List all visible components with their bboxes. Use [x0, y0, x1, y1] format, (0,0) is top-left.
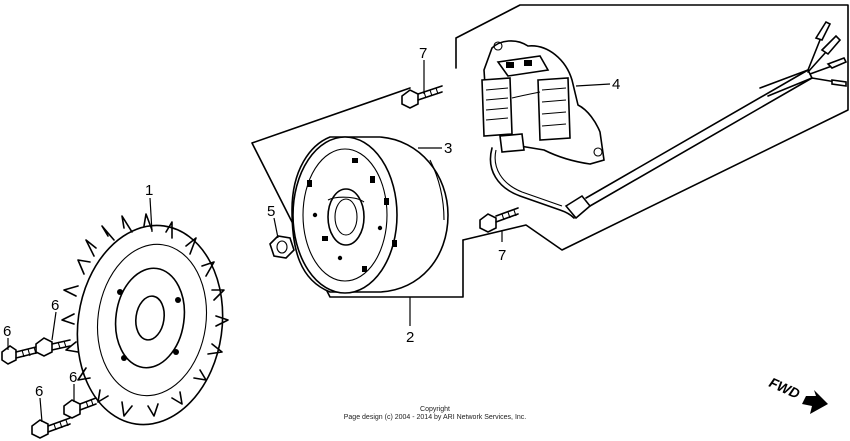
nut	[269, 235, 295, 259]
stator	[481, 40, 605, 165]
leader-6b	[51, 311, 57, 341]
copyright-line-2: Page design (c) 2004 - 2014 by ARI Netwo…	[343, 414, 527, 421]
fwd-arrow-icon	[802, 390, 828, 414]
callout-3: 3	[444, 140, 452, 157]
callout-6d: 6	[69, 369, 77, 386]
stator-group-bracket	[455, 4, 849, 251]
bolt-6-b	[35, 337, 71, 357]
bolt-7-a	[401, 85, 443, 109]
bolt-6-c	[31, 417, 71, 439]
leader-5	[273, 217, 279, 239]
callout-4: 4	[612, 76, 620, 93]
callout-6c: 6	[35, 383, 43, 400]
bolt-7-b	[479, 207, 519, 233]
callout-5: 5	[267, 203, 275, 220]
rotor	[291, 136, 449, 294]
leader-1	[149, 197, 153, 233]
flywheel	[61, 213, 229, 426]
copyright-line-1: Copyright	[420, 406, 450, 413]
callout-6a: 6	[3, 323, 11, 340]
bolt-6-a	[1, 345, 41, 365]
leader-4	[575, 83, 611, 87]
callout-7b: 7	[498, 247, 506, 264]
leader-6c	[39, 397, 43, 423]
callout-7a: 7	[419, 45, 427, 62]
stator-wire-harness	[489, 20, 848, 220]
rotor-group-bracket	[251, 87, 464, 298]
bolt-6-d	[63, 397, 97, 419]
fwd-label: FWD	[767, 374, 803, 402]
callout-1: 1	[145, 182, 153, 199]
callout-2: 2	[406, 329, 414, 346]
fwd-indicator: FWD	[767, 374, 828, 414]
callout-6b: 6	[51, 297, 59, 314]
